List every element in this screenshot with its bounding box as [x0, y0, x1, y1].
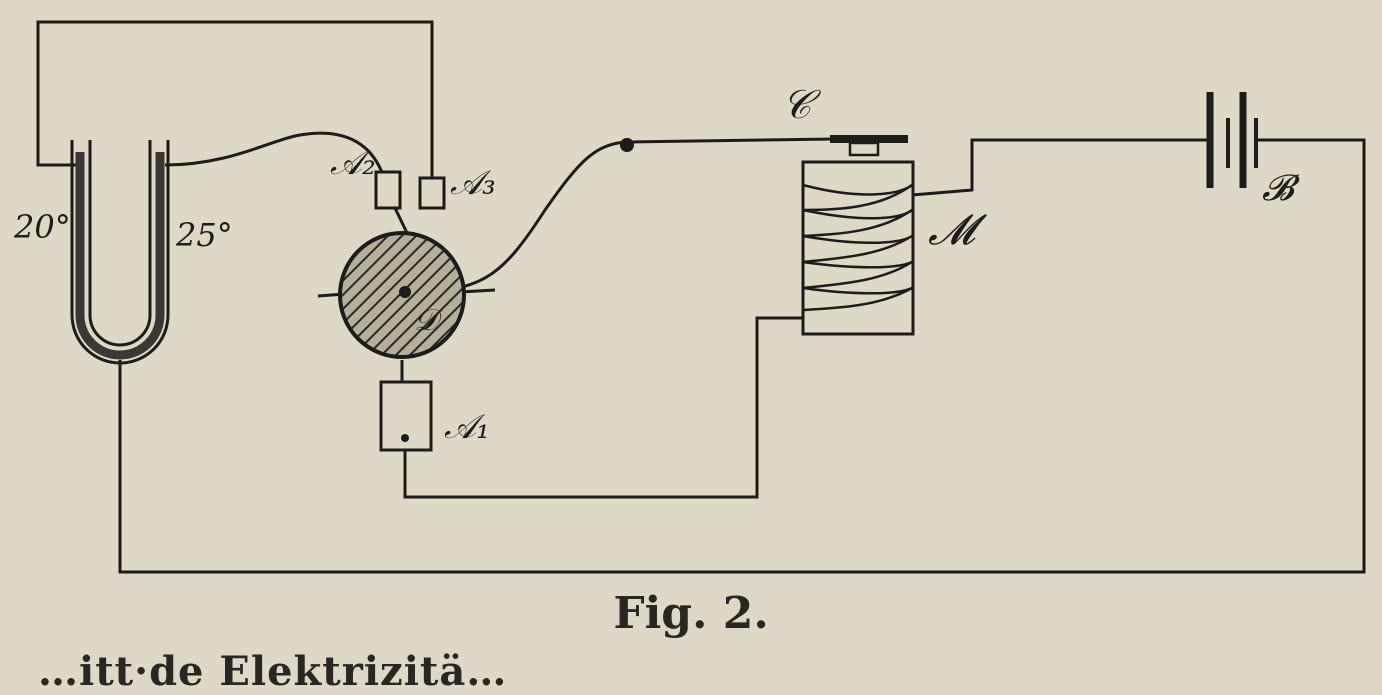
label-a1: 𝒜₁: [444, 407, 490, 447]
label-temp-right: 25°: [175, 216, 233, 254]
figure-page: 20° 25° 𝒜₂ 𝒜₃ 𝒜₁ 𝒟 𝒞 𝓜 𝓑 Fig. 2. …itt·de…: [13, 20, 1366, 695]
wire-return: [118, 138, 1366, 574]
wire-coil-to-battery: [911, 138, 1208, 197]
wire-a2-to-disk: [393, 207, 410, 236]
contact-a3: [418, 176, 446, 210]
u-tube-thermometer: [70, 140, 170, 365]
wire-a1-to-coil: [403, 316, 803, 499]
label-b: 𝓑: [1262, 168, 1300, 209]
figure-caption: Fig. 2.: [613, 588, 769, 639]
contact-c: [830, 135, 908, 143]
label-m: 𝓜: [928, 205, 987, 254]
wire-utube-to-a2: [164, 131, 385, 176]
label-a3: 𝒜₃: [450, 163, 496, 203]
label-c: 𝒞: [782, 82, 821, 128]
contact-a2: [374, 170, 402, 210]
cropped-body-text: …itt·de Elektrizitä…: [38, 648, 508, 695]
label-temp-left: 20°: [13, 208, 71, 246]
label-a2: 𝒜₂: [330, 143, 376, 183]
wire-top-loop: [36, 20, 434, 180]
circuit-diagram: 20° 25° 𝒜₂ 𝒜₃ 𝒜₁ 𝒟 𝒞 𝓜 𝓑: [13, 20, 1366, 574]
electromagnet-coil: [801, 160, 915, 336]
battery: [1206, 92, 1258, 188]
